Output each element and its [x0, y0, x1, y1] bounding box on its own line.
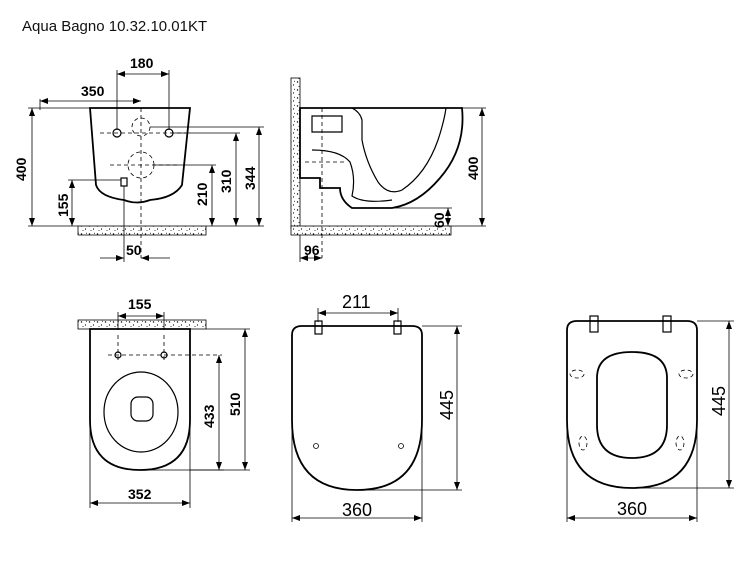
- dim-211: 211: [342, 292, 371, 312]
- dim-60: 60: [431, 212, 447, 228]
- dim-400-side: 400: [465, 156, 481, 180]
- bowl-front-outline: [89, 107, 191, 204]
- dim-400-front: 400: [13, 157, 29, 181]
- dim-155-front: 155: [55, 193, 71, 217]
- dim-352: 352: [128, 486, 152, 502]
- floor-slab-front: [77, 225, 207, 236]
- dim-433: 433: [201, 404, 217, 428]
- wall-side: [290, 77, 301, 229]
- dim-510: 510: [227, 392, 243, 416]
- top-view: 155 433 510 352: [77, 296, 250, 508]
- seat-view: 445 360: [566, 315, 734, 522]
- water-inlet-circle: [131, 117, 151, 137]
- dim-350: 350: [81, 83, 105, 99]
- bowl-top-inner: [103, 371, 179, 453]
- bowl-side-inner: [351, 107, 447, 193]
- bowl-top-outline: [89, 328, 191, 471]
- dim-155-top: 155: [128, 296, 152, 312]
- dim-445-lid: 445: [437, 390, 457, 420]
- lid-hinge-left: [314, 320, 323, 335]
- dim-96: 96: [304, 242, 320, 258]
- bowl-side-outline: [299, 107, 464, 209]
- seat-outline: [566, 320, 698, 489]
- seat-hinge-right: [662, 315, 672, 333]
- dim-344: 344: [242, 166, 258, 190]
- dim-180: 180: [130, 55, 154, 71]
- drawing-title: Aqua Bagno 10.32.10.01KT: [22, 18, 208, 35]
- lid-hinge-right: [393, 320, 402, 335]
- dim-310: 310: [218, 169, 234, 193]
- dim-360-lid: 360: [342, 500, 372, 520]
- seat-hinge-left: [589, 315, 599, 333]
- front-view: 180 350 400 155 210 310 344 50: [13, 55, 264, 262]
- seat-opening: [596, 351, 668, 459]
- wall-slab-top: [77, 319, 207, 330]
- floor-slab-side: [290, 225, 452, 236]
- dim-360-seat: 360: [617, 499, 647, 519]
- lid-outline: [291, 325, 423, 491]
- dim-210: 210: [194, 182, 210, 206]
- drain-opening: [130, 396, 154, 422]
- dim-50: 50: [126, 242, 142, 258]
- dim-445-seat: 445: [709, 386, 729, 416]
- outlet-mark: [120, 177, 128, 187]
- side-view: 400 60 96: [290, 77, 486, 262]
- lid-view: 211 445 360: [291, 292, 462, 522]
